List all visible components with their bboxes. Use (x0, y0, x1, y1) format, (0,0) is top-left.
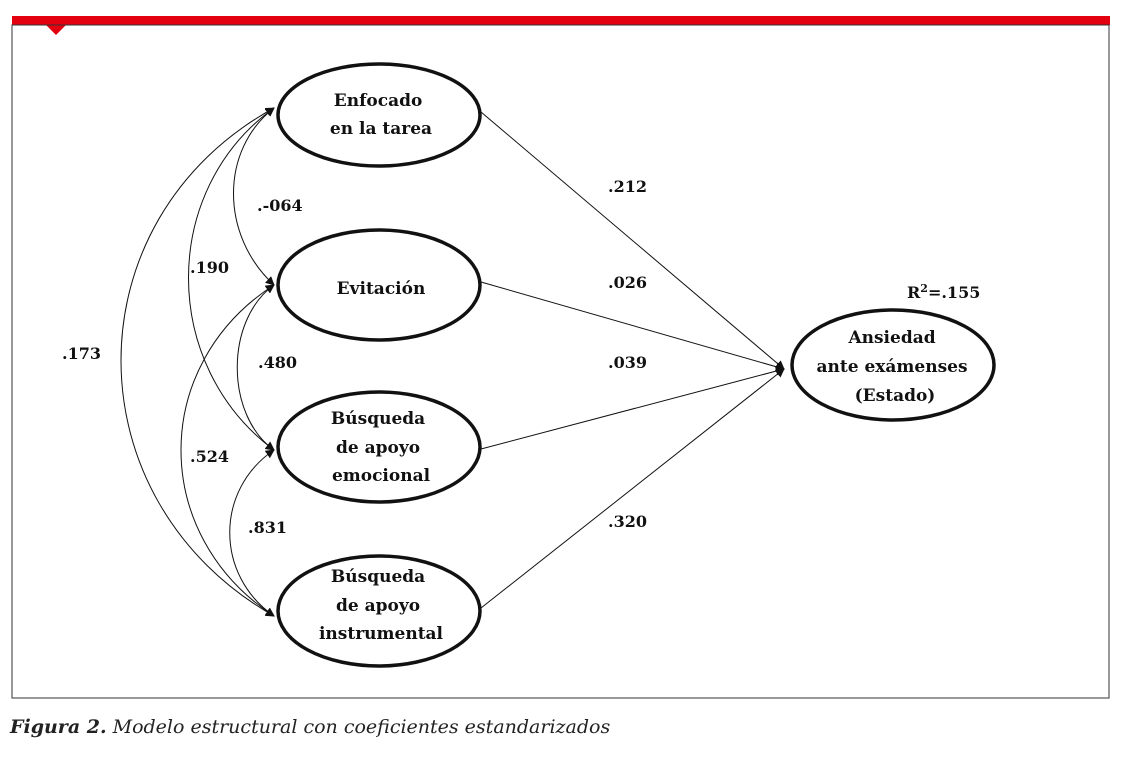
node-evitacion (276, 228, 482, 342)
corr-enfocado-evitacion: .-064 (257, 196, 303, 215)
node-busqueda-apoyo-instrumental (276, 554, 482, 668)
node-enfocado-en-la-tarea (276, 62, 482, 168)
node-ansiedad-ante-examenes (790, 308, 996, 422)
correlation-arc-enfocado-instrumental (120, 107, 275, 617)
path-instrumental-ansiedad (480, 368, 785, 609)
coef-evitacion-ansiedad: .026 (608, 273, 647, 292)
node-label-emocional: Búsqueda de apoyo emocional (331, 409, 431, 486)
corr-enfocado-instrumental: .173 (62, 344, 101, 363)
figure-border (11, 24, 1110, 699)
node-label-ansiedad: Ansiedad ante exámenses (Estado) (817, 328, 974, 406)
correlation-arc-enfocado-evitacion (233, 107, 275, 286)
correlation-arc-enfocado-emocional (188, 107, 275, 451)
coef-instrumental-ansiedad: .320 (608, 512, 647, 531)
r-squared-label: R2=.155 (907, 282, 980, 303)
path-enfocado-ansiedad (480, 111, 785, 370)
path-emocional-ansiedad (480, 366, 785, 450)
header-accent-bar (12, 16, 1110, 25)
correlation-arc-evitacion-emocional (236, 284, 275, 451)
figure-caption: Figura 2. Modelo estructural con coefici… (10, 716, 610, 738)
corr-enfocado-emocional: .190 (190, 258, 229, 277)
corr-emocional-instrumental: .831 (248, 518, 287, 537)
header-accent-notch (46, 25, 66, 35)
figure-caption-text: Modelo estructural con coeficientes esta… (106, 716, 611, 738)
coef-emocional-ansiedad: .039 (608, 353, 647, 372)
correlation-arc-evitacion-instrumental (180, 284, 275, 617)
corr-evitacion-instrumental: .524 (190, 447, 229, 466)
node-busqueda-apoyo-emocional (276, 390, 482, 504)
node-label-instrumental: Búsqueda de apoyo instrumental (319, 567, 444, 644)
coef-enfocado-ansiedad: .212 (608, 177, 647, 196)
path-evitacion-ansiedad (480, 281, 785, 372)
node-label-enfocado: Enfocado en la tarea (330, 91, 432, 139)
figure-caption-label: Figura 2. (10, 716, 107, 738)
corr-evitacion-emocional: .480 (258, 353, 297, 372)
node-label-evitacion: Evitación (337, 279, 426, 299)
correlation-arc-emocional-instrumental (229, 449, 275, 617)
